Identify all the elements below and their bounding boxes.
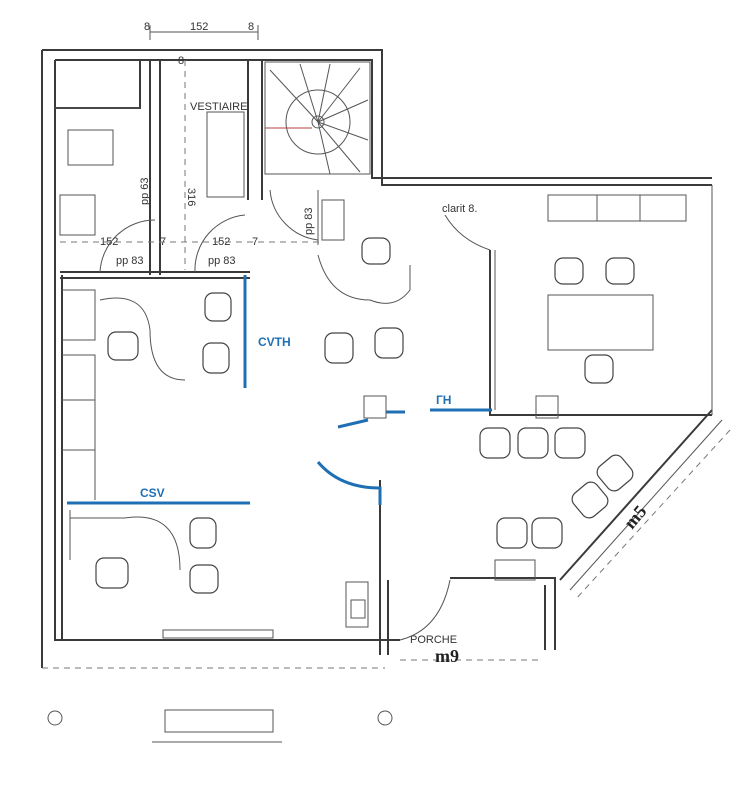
label-csv: CSV <box>140 486 165 500</box>
label-cvth: CVTH <box>258 335 291 349</box>
furniture <box>47 194 687 743</box>
vestiaire-closet <box>59 60 319 273</box>
dim-152-mid: 152 <box>212 236 230 248</box>
partition-door-arc <box>316 461 382 505</box>
label-m9: m9 <box>435 646 459 666</box>
label-porche: PORCHE <box>410 634 457 646</box>
label-pp83-mid: pp 83 <box>208 255 236 267</box>
dim-8-right: 8 <box>248 21 254 33</box>
dim-316: 316 <box>185 188 197 206</box>
spiral-staircase <box>264 61 371 175</box>
dim-8-left: 8 <box>144 21 150 33</box>
dim-152-top: 152 <box>190 21 208 33</box>
walls <box>41 49 731 669</box>
label-pp83-left: pp 83 <box>116 255 144 267</box>
label-pp63: pp 63 <box>139 177 151 205</box>
chairs <box>95 237 635 594</box>
dimensions: 8 152 8 8 316 152 7 152 7 <box>60 21 320 248</box>
blue-partitions: CVTH ГH CSV <box>67 275 492 505</box>
label-pp83-stair: pp 83 <box>303 207 315 235</box>
label-gh: ГH <box>436 393 451 407</box>
dim-8-vertical: 8 <box>178 55 184 67</box>
label-vestiaire: VESTIAIRE <box>190 101 247 113</box>
label-clarit: clarit 8. <box>442 203 477 215</box>
partition-gh <box>337 408 492 429</box>
label-m5: m5 <box>620 501 651 532</box>
dim-7-mid: 7 <box>252 236 258 248</box>
